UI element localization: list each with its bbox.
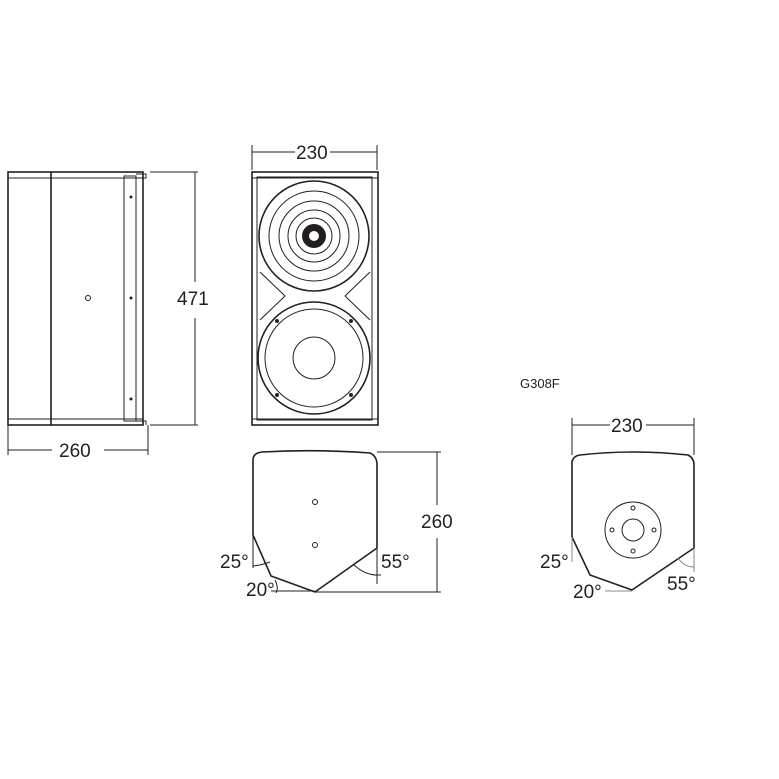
side-view: 471 260 [7, 171, 209, 462]
angle-label-20: 20° [246, 580, 275, 601]
angle-label-55: 55° [381, 552, 410, 573]
bottom-view: 260 25° 20° 55° [220, 449, 453, 601]
model-label: G308F [520, 376, 560, 391]
height-dimension: 471 [177, 289, 209, 310]
front-view: 230 [251, 143, 379, 426]
mount-angle-label-25: 25° [540, 552, 569, 573]
angle-label-25: 25° [220, 552, 249, 573]
mount-width-dimension: 230 [611, 416, 643, 437]
mount-angle-label-55: 55° [667, 574, 696, 595]
mount-angle-label-20: 20° [573, 582, 602, 603]
tweeter-horn-icon [258, 180, 370, 292]
bottom-depth-dimension: 260 [421, 512, 453, 533]
bottom-view-mount: 230 25° 20° 55° [540, 416, 696, 603]
woofer-icon [257, 301, 371, 415]
width-dimension: 230 [296, 143, 328, 164]
depth-dimension: 260 [59, 441, 91, 462]
